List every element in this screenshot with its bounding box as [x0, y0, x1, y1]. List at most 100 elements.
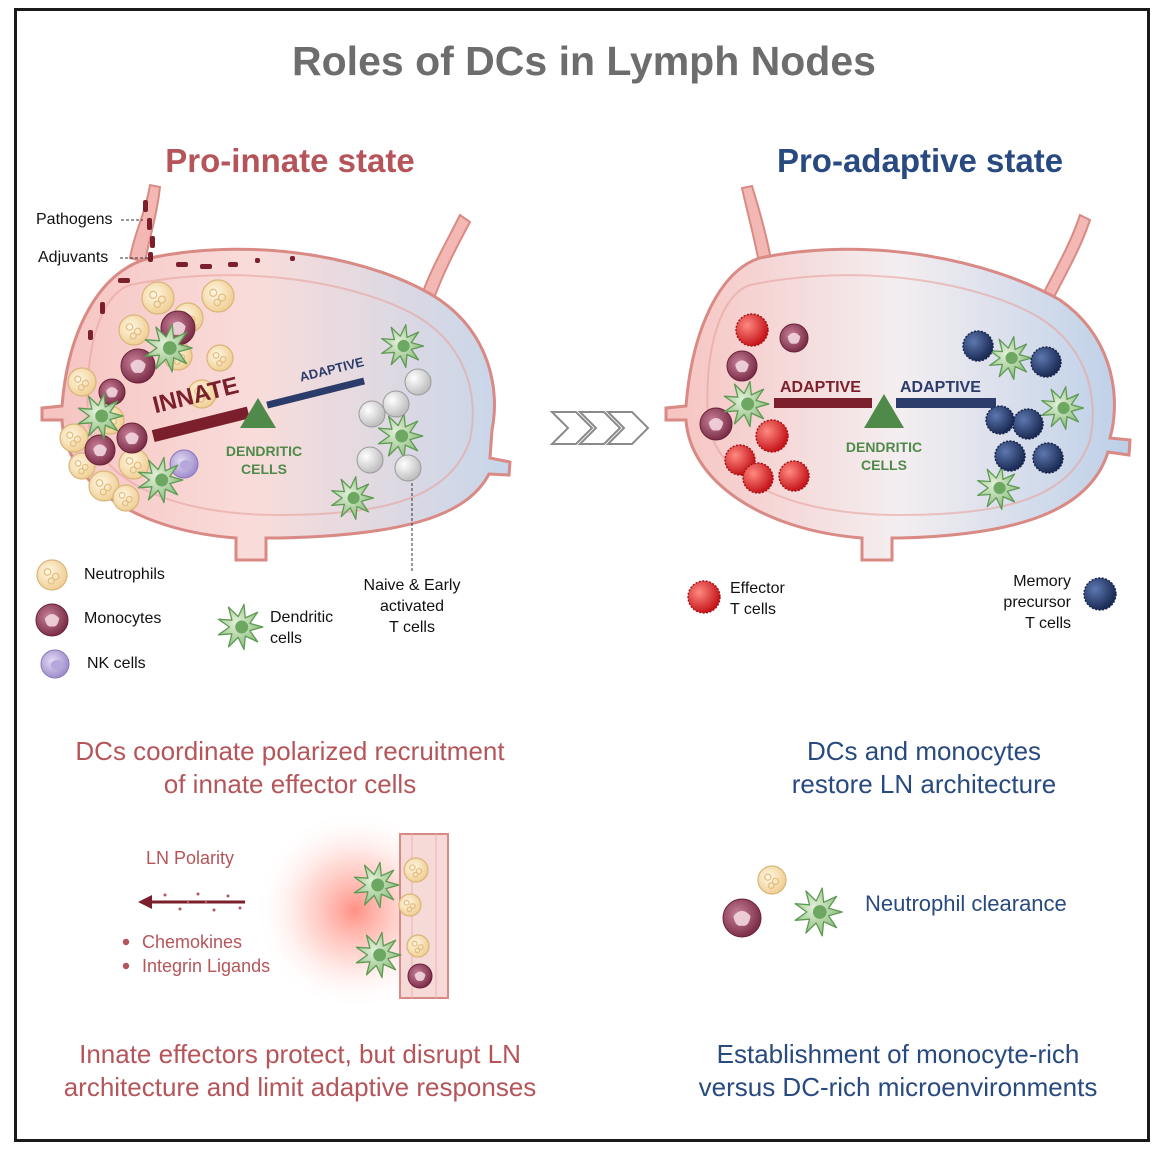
neutrophil-icon — [398, 893, 422, 917]
monocyte-icon — [699, 407, 733, 441]
dc-icon — [989, 336, 1033, 380]
neutrophil-icon — [403, 857, 429, 883]
legend-t-line2: activated — [379, 598, 445, 615]
effector-icon — [735, 313, 769, 347]
neutrophil-icon — [59, 423, 89, 453]
memory-icon — [962, 330, 994, 362]
adaptive-bottom-line2: versus DC-rich microenvironments — [698, 1072, 1098, 1102]
innate-seesaw — [151, 377, 365, 442]
neutrophil-icon — [206, 344, 234, 372]
legend-effector-t-cells: Effector T cells — [730, 578, 785, 620]
dc-icon — [331, 476, 375, 520]
monocyte-icon — [779, 323, 809, 353]
adjuvants-label: Adjuvants — [38, 249, 109, 266]
legend-memory-line2: precursor — [1003, 594, 1071, 611]
tcell-icon — [394, 454, 422, 482]
dc-label-line1: DENDRITIC — [845, 439, 923, 455]
memory-icon — [1012, 408, 1044, 440]
innate-bottom-line1: Innate effectors protect, but disrupt LN — [79, 1039, 521, 1069]
neutrophil-icon — [187, 379, 217, 409]
fulcrum-triangle — [240, 398, 276, 428]
effector-icon — [755, 419, 789, 453]
dc-label-line1: DENDRITIC — [225, 443, 303, 459]
legend-effector-line1: Effector — [730, 580, 785, 597]
pathogens-label: Pathogens — [36, 211, 113, 228]
memory-icon — [1032, 442, 1064, 474]
dc-icon — [977, 466, 1021, 510]
dc-icon — [353, 861, 400, 909]
monocyte-icon — [84, 434, 116, 466]
ln-polarity-label: LN Polarity — [146, 848, 235, 868]
neutrophil-icon — [406, 934, 430, 958]
innate-bottom-summary: Innate effectors protect, but disrupt LN… — [20, 1038, 580, 1104]
adaptive-heading: Pro-adaptive state — [776, 142, 1064, 179]
neutrophil-icon — [118, 314, 150, 346]
neutrophil-icon — [67, 367, 97, 397]
dc-icon — [77, 392, 124, 440]
page-title: Roles of DCs in Lymph Nodes — [292, 38, 876, 84]
innate-summary-line2: of innate effector cells — [163, 769, 417, 799]
neutrophil-icon — [757, 865, 787, 895]
adaptive-summary-line1: DCs and monocytes — [806, 736, 1042, 766]
legend-t-line3: T cells — [389, 619, 435, 636]
adaptive-left-bar-label: ADAPTIVE — [780, 379, 861, 396]
neutrophil-clearance-label: Neutrophil clearance — [865, 891, 1067, 916]
dc-icon — [217, 603, 264, 651]
bullet-integrin-ligands: Integrin Ligands — [142, 956, 271, 976]
legend-memory-t-cells: Memory precursor T cells — [950, 571, 1071, 634]
fulcrum-triangle — [864, 394, 904, 428]
legend-nk-cells: NK cells — [87, 655, 146, 672]
effector-icon — [687, 580, 721, 614]
dc-icon — [377, 412, 424, 460]
neutrophil-icon — [36, 559, 68, 591]
adaptive-bottom-line1: Establishment of monocyte-rich — [716, 1039, 1080, 1069]
innate-bottom-line2: architecture and limit adaptive response… — [63, 1072, 537, 1102]
innate-lymph-node — [40, 183, 512, 572]
memory-icon — [994, 440, 1026, 472]
dc-icon — [794, 887, 843, 937]
dc-icon — [381, 324, 425, 368]
transition-chevrons-icon — [549, 411, 650, 445]
adaptive-right-bar-label: ADAPTIVE — [900, 379, 981, 396]
dc-icon — [1041, 386, 1085, 430]
monocyte-icon — [722, 898, 762, 938]
effector-icon — [778, 460, 810, 492]
monocyte-icon — [407, 963, 433, 989]
dc-label-line2: CELLS — [241, 461, 287, 477]
nk-icon — [169, 449, 199, 479]
dc-icon — [137, 456, 184, 504]
monocyte-icon — [120, 348, 156, 384]
memory-icon — [985, 405, 1015, 435]
legend-dc-line1: Dendritic — [270, 609, 334, 626]
tcell-icon — [404, 368, 432, 396]
neutrophil-icon — [88, 470, 120, 502]
memory-icon — [1030, 346, 1062, 378]
neutrophil-icon — [141, 281, 175, 315]
legend-t-cells: Naive & Early activated T cells — [352, 575, 472, 638]
monocyte-icon — [35, 603, 69, 637]
innate-heading: Pro-innate state — [165, 142, 415, 179]
legend-t-line1: Naive & Early — [363, 577, 461, 594]
adaptive-seesaw — [774, 394, 996, 428]
adaptive-bottom-summary: Establishment of monocyte-rich versus DC… — [618, 1038, 1168, 1104]
legend-dc-line2: cells — [270, 630, 303, 647]
adaptive-summary: DCs and monocytes restore LN architectur… — [654, 735, 1168, 801]
innate-summary-line1: DCs coordinate polarized recruitment — [75, 736, 505, 766]
legend-effector-line2: T cells — [730, 601, 776, 618]
legend-dendritic-cells: Dendritic cells — [270, 607, 333, 649]
neutrophil-icon — [112, 484, 140, 512]
dc-label-line2: CELLS — [861, 457, 907, 473]
adaptive-summary-line2: restore LN architecture — [791, 769, 1057, 799]
legend-memory-line3: T cells — [1025, 615, 1071, 632]
dc-icon — [723, 380, 770, 428]
monocyte-icon — [116, 422, 148, 454]
innate-dc-label: DENDRITIC CELLS — [214, 442, 314, 478]
neutrophil-icon — [201, 279, 235, 313]
tcell-icon — [382, 390, 410, 418]
dc-icon — [355, 931, 402, 979]
dc-icon — [144, 323, 193, 373]
nk-icon — [40, 649, 70, 679]
legend-monocytes: Monocytes — [84, 610, 162, 627]
tcell-icon — [358, 400, 386, 428]
